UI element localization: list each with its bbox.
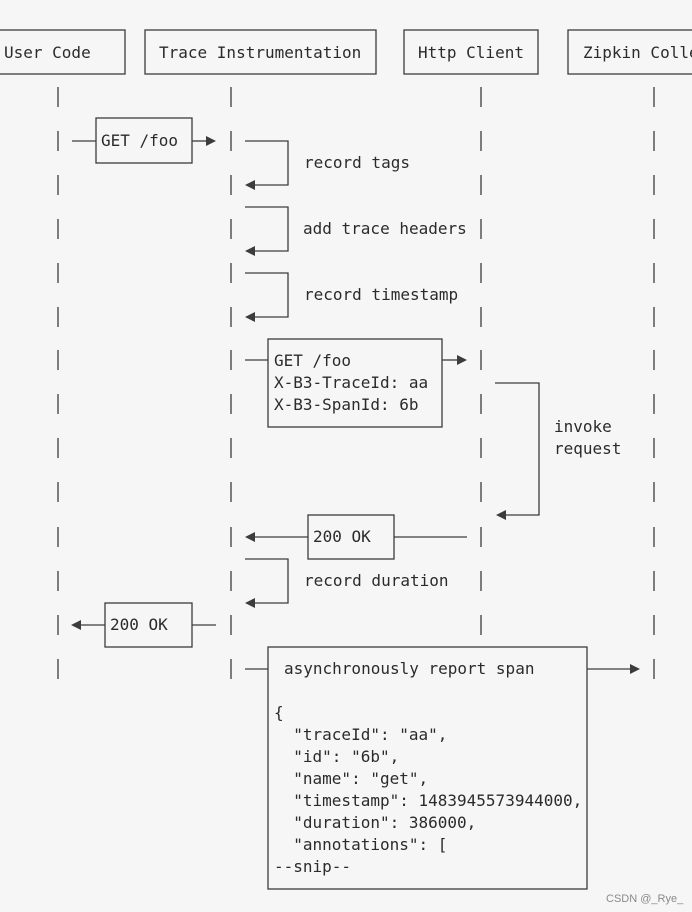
span-json-line-6: "duration": 386000, — [274, 813, 476, 832]
self-call-record-timestamp: record timestamp — [245, 272, 458, 322]
message-response-ok-user-label: 200 OK — [110, 615, 168, 634]
message-get-foo-label: GET /foo — [101, 131, 178, 150]
span-json-line-2: "traceId": "aa", — [274, 725, 447, 744]
request-line-2: X-B3-TraceId: aa — [274, 373, 428, 392]
self-call-add-trace-headers: add trace headers — [245, 206, 467, 256]
arrowhead-icon — [206, 136, 216, 146]
self-call-record-duration: record duration — [245, 558, 449, 608]
message-request-with-headers: GET /foo X-B3-TraceId: aa X-B3-SpanId: 6… — [245, 338, 467, 428]
self-call-record-tags-label: record tags — [304, 153, 410, 172]
request-line-3: X-B3-SpanId: 6b — [274, 395, 419, 414]
arrowhead-icon — [245, 312, 255, 322]
self-call-record-duration-label: record duration — [304, 571, 449, 590]
self-call-invoke-request: invoke request — [495, 382, 621, 520]
arrowhead-icon — [71, 620, 81, 630]
arrowhead-icon — [496, 510, 506, 520]
span-json-line-3: "id": "6b", — [274, 747, 399, 766]
async-report-label: asynchronously report span — [284, 659, 534, 678]
participant-http-client: Http Client — [403, 29, 539, 75]
span-json-line-5: "timestamp": 1483945573944000, — [274, 791, 582, 810]
message-async-report-span: asynchronously report span { "traceId": … — [245, 646, 640, 890]
message-get-foo: GET /foo — [72, 117, 216, 164]
participant-user-code: User Code — [0, 29, 126, 75]
self-call-record-timestamp-label: record timestamp — [304, 285, 458, 304]
arrowhead-icon — [245, 246, 255, 256]
invoke-request-line-2: request — [554, 439, 621, 458]
message-response-ok-user: 200 OK — [71, 602, 216, 648]
watermark: CSDN @_Rye_ — [606, 893, 684, 905]
message-response-ok-label: 200 OK — [313, 527, 371, 546]
participant-zipkin-collector: Zipkin Colle — [567, 29, 692, 75]
lifelines — [57, 87, 655, 679]
participant-zipkin-collector-label: Zipkin Colle — [583, 43, 692, 62]
participant-trace-instrumentation: Trace Instrumentation — [144, 29, 377, 75]
request-line-1: GET /foo — [274, 351, 351, 370]
arrowhead-icon — [245, 180, 255, 190]
arrowhead-icon — [457, 355, 467, 365]
participant-trace-instrumentation-label: Trace Instrumentation — [159, 43, 361, 62]
participant-http-client-label: Http Client — [418, 43, 524, 62]
message-response-ok: 200 OK — [245, 514, 467, 560]
arrowhead-icon — [630, 664, 640, 674]
span-json-line-7: "annotations": [ — [274, 835, 447, 854]
participant-user-code-label: User Code — [4, 43, 91, 62]
span-json-line-1: { — [274, 703, 284, 722]
invoke-request-line-1: invoke — [554, 417, 612, 436]
arrowhead-icon — [245, 532, 255, 542]
arrowhead-icon — [245, 598, 255, 608]
self-call-add-trace-headers-label: add trace headers — [303, 219, 467, 238]
span-json-line-8: --snip-- — [274, 857, 351, 876]
self-call-record-tags: record tags — [245, 140, 410, 190]
span-json-line-4: "name": "get", — [274, 769, 428, 788]
